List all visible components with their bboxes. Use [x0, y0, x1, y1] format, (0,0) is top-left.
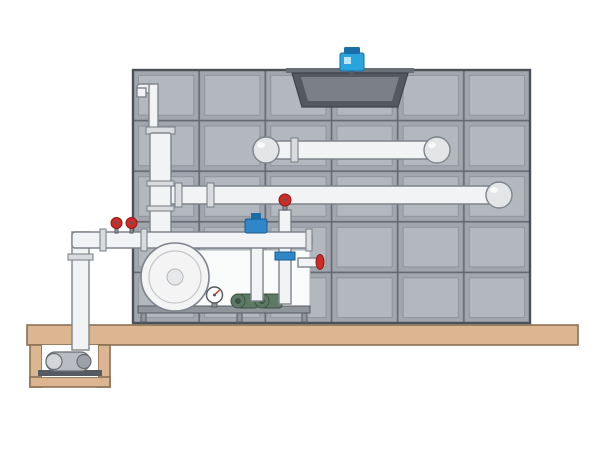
riser-a-run: [250, 243, 264, 302]
slab-top: [26, 324, 579, 346]
manifold-run: [71, 231, 313, 249]
skid-leg: [236, 312, 243, 323]
sensor-stem: [349, 70, 354, 75]
riser-joint: [146, 180, 175, 187]
level-sensor: [339, 47, 365, 75]
middle-pipe-coupling: [206, 182, 215, 208]
control-valve-cap: [251, 213, 261, 220]
riser-joint: [146, 205, 175, 212]
red-handwheel: [315, 254, 325, 270]
skid-leg: [301, 312, 308, 323]
control-valve-body: [244, 218, 268, 234]
middle-pipe-end-cap: [485, 181, 513, 209]
manifold-end-flange: [305, 228, 313, 252]
manifold-coupling: [99, 228, 107, 252]
drop-pipe-flange: [67, 253, 94, 261]
skid-leg: [140, 312, 147, 323]
middle-distribution-pipe: [159, 181, 513, 209]
skid-rail: [137, 305, 311, 314]
manifold-gate-valves: [110, 213, 268, 234]
cap-highlight: [428, 142, 436, 148]
handwheel-hub: [130, 221, 133, 225]
sump-pump: [38, 351, 102, 376]
suction-manifold: [67, 228, 313, 351]
sump-pump-base: [38, 370, 102, 376]
pump-riser-a: [250, 243, 264, 302]
upper-pipe-right-cap: [423, 136, 451, 164]
tank-riser-pipe: [145, 126, 176, 239]
drop-pipe-to-pit: [71, 231, 90, 351]
vessel-hub: [166, 268, 184, 286]
upper-pipe-left-cap: [252, 136, 280, 164]
sensor-window: [344, 57, 351, 64]
concrete-slab: [26, 324, 579, 346]
handwheel-hub: [283, 198, 287, 202]
overflow-vent-pipe: [136, 83, 159, 133]
upper-distribution-pipe: [252, 136, 451, 164]
vessel-seam: [148, 250, 202, 304]
roof-access-hatch: [286, 68, 414, 108]
gauge-hub: [213, 293, 216, 297]
pump-set: [230, 293, 283, 309]
pressure-gauge: [205, 286, 224, 308]
drain-valve: [297, 254, 325, 270]
middle-pipe-coupling: [174, 182, 183, 208]
hatch-inner-face: [301, 77, 399, 101]
pump-1-fan: [235, 298, 241, 304]
pressure-vessel: [140, 242, 210, 312]
vent-outlet: [136, 87, 147, 98]
pit-bottom-wall: [29, 376, 111, 388]
blue-flange: [274, 251, 296, 261]
cap-highlight: [490, 187, 498, 193]
sensor-body: [339, 52, 365, 72]
upper-pipe-coupling: [290, 137, 299, 163]
sump-pump-end: [45, 352, 63, 371]
sump-pump-motor: [76, 353, 92, 370]
drain-stub: [297, 257, 319, 268]
vent-riser: [148, 83, 159, 133]
cap-highlight: [257, 142, 265, 148]
handwheel-hub: [115, 221, 118, 225]
manifold-coupling: [140, 228, 148, 252]
sensor-cap: [344, 47, 360, 54]
